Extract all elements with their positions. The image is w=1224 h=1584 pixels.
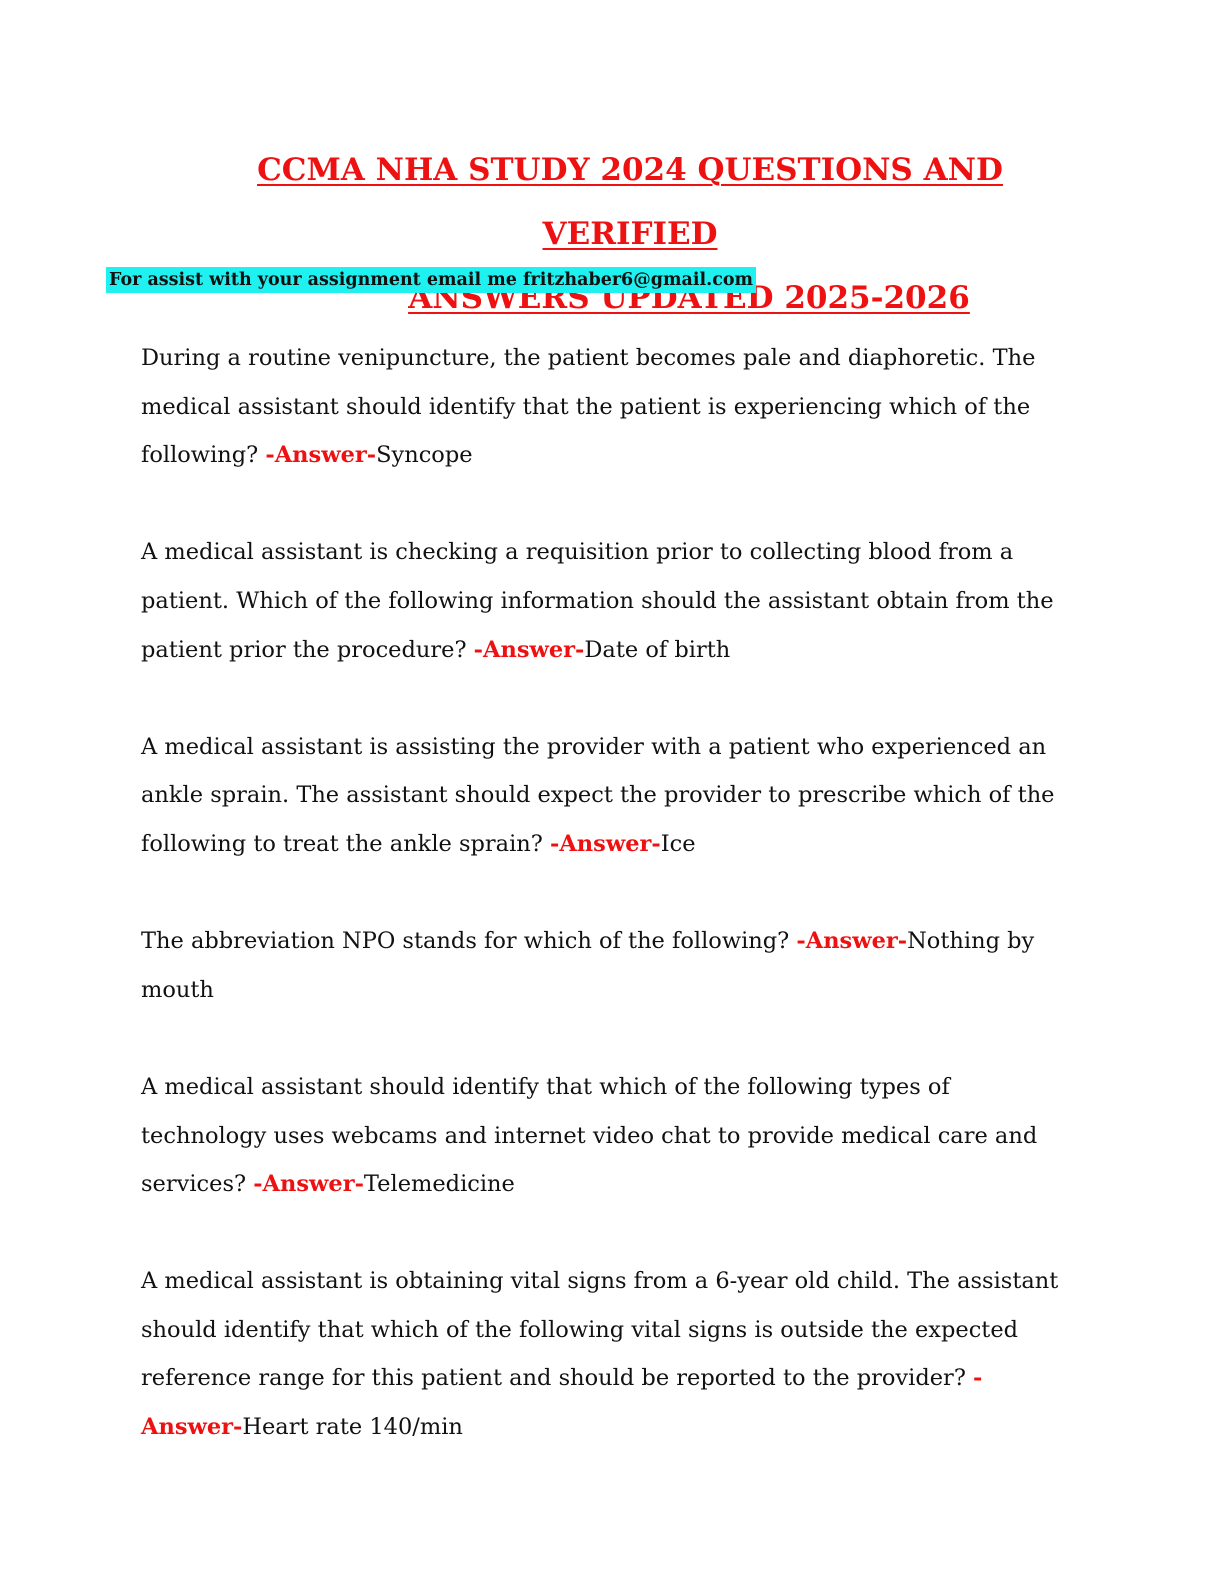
question-text: A medical assistant is obtaining vital s… [141,1268,1059,1392]
qa-item: A medical assistant is assisting the pro… [141,723,1081,869]
document-title: CCMA NHA STUDY 2024 QUESTIONS AND VERIFI… [180,138,1080,330]
qa-item: During a routine venipuncture, the patie… [141,334,1081,480]
question-text: A medical assistant should identify that… [141,1073,1038,1198]
qa-list: During a routine venipuncture, the patie… [141,334,1081,1500]
title-line-1: CCMA NHA STUDY 2024 QUESTIONS AND VERIFI… [257,152,1003,252]
question-text: The abbreviation NPO stands for which of… [141,928,797,955]
answer-text: Nothing by mouth [141,928,1035,1003]
answer-label: -Answer- [796,928,908,955]
question-text: During a routine venipuncture, the patie… [141,345,1036,469]
contact-highlight: For assist with your assignment email me… [106,267,757,293]
question-text: A medical assistant is checking a requis… [141,539,1054,663]
answer-text: Heart rate 140/min [242,1414,463,1441]
question-text: A medical assistant is assisting the pro… [141,733,1055,857]
qa-item: A medical assistant is checking a requis… [141,528,1081,674]
answer-text: Telemedicine [363,1171,515,1198]
answer-label: -Answer- [550,830,661,857]
answer-text: Syncope [376,442,473,469]
answer-label: -Answer- [141,1365,983,1441]
answer-text: Date of birth [584,636,731,663]
qa-item: A medical assistant is obtaining vital s… [141,1257,1081,1451]
qa-item: A medical assistant should identify that… [141,1063,1081,1209]
answer-label: -Answer- [265,442,377,469]
answer-label: -Answer- [253,1171,364,1198]
answer-text: Ice [660,830,696,857]
qa-item: The abbreviation NPO stands for which of… [141,917,1081,1014]
answer-label: -Answer- [473,636,585,663]
